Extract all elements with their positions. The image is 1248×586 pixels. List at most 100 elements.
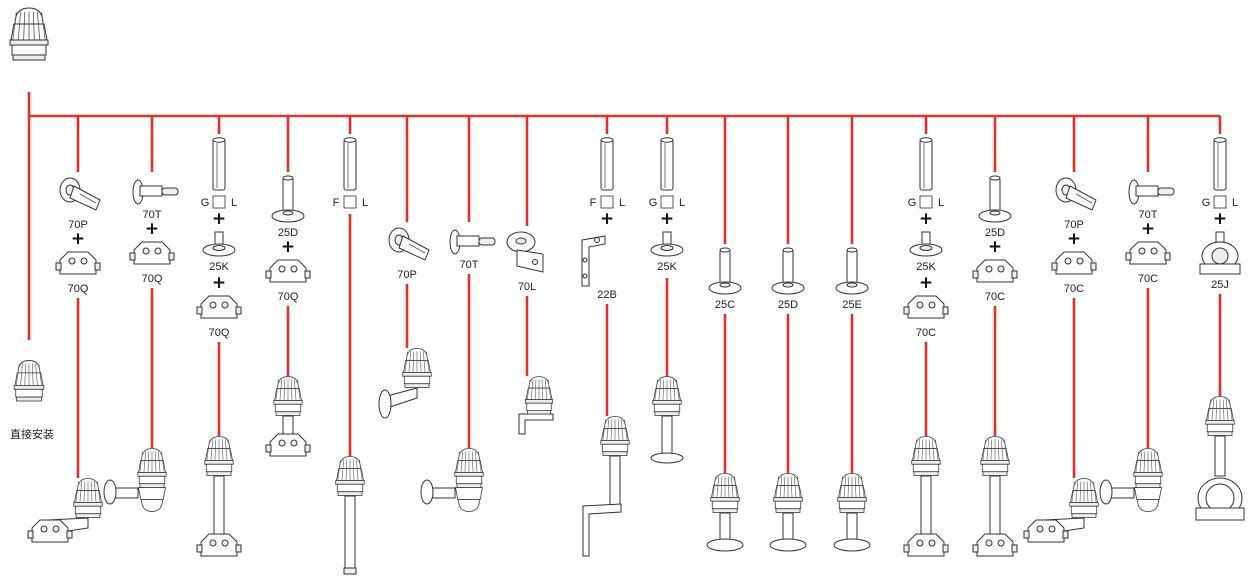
bracket-part (59, 177, 101, 211)
flange-part (650, 231, 684, 257)
assembly-pole-base (706, 512, 744, 552)
junction-box (903, 533, 949, 557)
length-box (600, 195, 614, 209)
junction-box (265, 433, 311, 457)
plus-sign: + (1067, 229, 1081, 249)
flange-part (202, 231, 236, 257)
pipe-part (1213, 137, 1227, 191)
direct-mount-beacon-icon (13, 360, 45, 402)
pipe-part (660, 137, 674, 191)
beacon-icon (524, 376, 554, 415)
junction-box (1023, 519, 1069, 543)
plus-sign: + (145, 219, 159, 239)
beacon-icon (837, 473, 867, 513)
arm-part (132, 179, 179, 205)
part-label: 22B (597, 289, 617, 301)
part-label: 25J (1211, 279, 1229, 291)
beacon-icon (652, 376, 682, 416)
junction-box-part (196, 295, 242, 319)
junction-box-part (903, 295, 949, 319)
label-left: F (590, 197, 597, 209)
connector-lines (27, 92, 1222, 478)
plus-sign: + (212, 273, 226, 293)
part-label: 25D (778, 299, 798, 311)
label-right: L (619, 197, 625, 209)
part-label: 70Q (142, 273, 163, 285)
part-label: 25D (278, 227, 298, 239)
assembly-pole-tall (343, 495, 357, 575)
assembly-wall (378, 387, 418, 419)
assembly-t-mount (1099, 479, 1162, 512)
label-left: G (908, 197, 917, 209)
assembly-t-mount (103, 479, 166, 512)
l-bracket-part (506, 231, 544, 273)
beacon-lower-icon (1134, 487, 1162, 512)
part-label: 70Q (68, 283, 89, 295)
beacon-icon (1133, 448, 1163, 488)
label-left: G (1202, 197, 1211, 209)
plus-sign: + (71, 229, 85, 249)
assembly-t-mount (420, 479, 483, 512)
beacon-icon (273, 376, 303, 416)
flange-pipe-part (271, 175, 305, 223)
length-box (1213, 195, 1227, 209)
length-box (919, 195, 933, 209)
junction-box-part (129, 241, 175, 265)
assembly-clamp-mount (1195, 435, 1245, 521)
length-box (343, 195, 357, 209)
beacon-icon (137, 448, 167, 488)
part-label: 70C (1138, 273, 1158, 285)
plus-sign: + (600, 209, 614, 229)
part-label: 70Q (278, 291, 299, 303)
flange-pipe-part (978, 175, 1012, 223)
junction-box-part (55, 251, 101, 275)
plus-sign: + (988, 237, 1002, 257)
beacon-lower-icon (138, 487, 166, 512)
part-label: 70L (518, 281, 536, 293)
label-left: G (649, 197, 658, 209)
part-label: 70T (460, 259, 479, 271)
pipe-part (343, 137, 357, 191)
beacon-icon (73, 478, 103, 518)
beacon-icon (402, 348, 432, 388)
part-label: 70T (143, 209, 162, 221)
plus-sign: + (1141, 219, 1155, 239)
label-right: L (1232, 197, 1238, 209)
part-label: 70C (916, 327, 936, 339)
label-right: L (938, 197, 944, 209)
part-label: 25E (842, 299, 862, 311)
beacon-icon (710, 473, 740, 513)
flange-pipe-part (708, 247, 742, 295)
beacon-icon (1205, 396, 1235, 436)
pipe-part (600, 137, 614, 191)
part-label: 25K (657, 261, 677, 273)
flange-pipe-part (771, 247, 805, 295)
part-label: 70T (1139, 209, 1158, 221)
plus-sign: + (1213, 209, 1227, 229)
beacon-lower-icon (455, 487, 483, 512)
beacon-icon (204, 436, 234, 476)
label-right: L (679, 197, 685, 209)
plus-sign: + (212, 209, 226, 229)
label-right: L (362, 197, 368, 209)
beacon-icon (911, 436, 941, 476)
plus-sign: + (660, 209, 674, 229)
part-label: 25K (209, 261, 229, 273)
junction-box (972, 533, 1018, 557)
flange-part (909, 231, 943, 257)
beacon-icon (454, 448, 484, 488)
z-bracket-part (581, 235, 606, 287)
assembly-l-mount (518, 413, 554, 435)
parts-layer (9, 7, 1245, 575)
beacon-icon (980, 436, 1010, 476)
label-left: G (201, 197, 210, 209)
beacon-icon (335, 456, 365, 496)
part-label: 25D (985, 227, 1005, 239)
assembly-pole-base (769, 512, 807, 552)
